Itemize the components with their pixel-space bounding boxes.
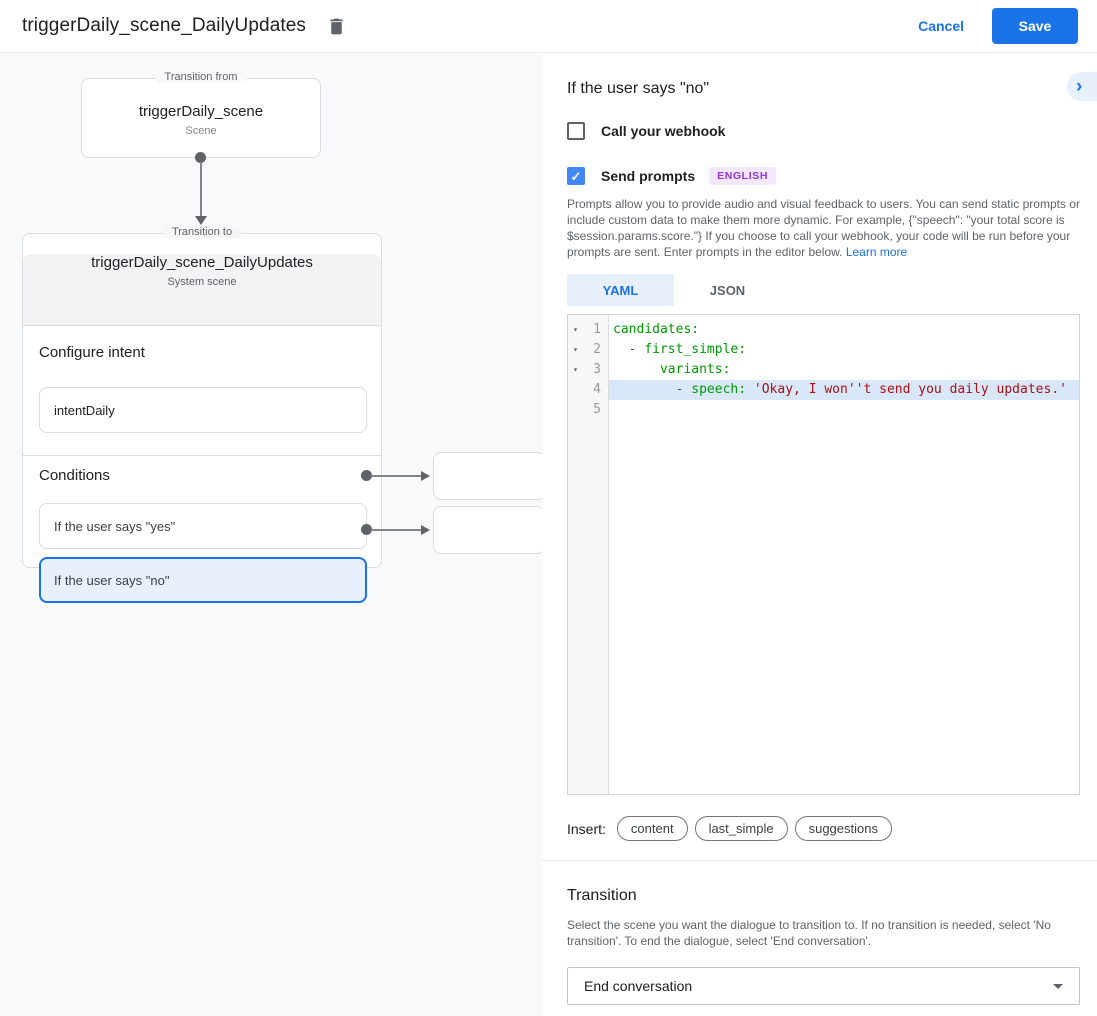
transition-from-legend: Transition from bbox=[155, 71, 247, 83]
save-button[interactable]: Save bbox=[992, 8, 1078, 44]
language-badge: ENGLISH bbox=[709, 167, 776, 185]
header: triggerDaily_scene_DailyUpdates Cancel S… bbox=[0, 0, 1097, 53]
to-scene-name: triggerDaily_scene_DailyUpdates bbox=[91, 254, 313, 271]
transition-to-legend: Transition to bbox=[162, 226, 242, 238]
code-token bbox=[613, 362, 660, 377]
gutter-line[interactable]: 5 bbox=[568, 400, 608, 420]
send-prompts-checkbox[interactable]: ✓ bbox=[567, 167, 585, 185]
connector-dot bbox=[195, 152, 206, 163]
condition-item-yes[interactable]: If the user says "yes" bbox=[39, 503, 367, 549]
collapse-panel-button[interactable]: › bbox=[1067, 72, 1097, 101]
arrowhead-down-icon bbox=[195, 216, 207, 225]
condition-detail-panel: If the user says "no" › Call your webhoo… bbox=[542, 53, 1097, 1016]
fold-toggle-icon[interactable]: ▾ bbox=[573, 365, 578, 374]
prompts-description: Prompts allow you to provide audio and v… bbox=[567, 196, 1087, 260]
prompts-row: ✓ Send prompts ENGLISH bbox=[567, 167, 776, 185]
code-token: speech: bbox=[691, 382, 747, 397]
transition-select[interactable]: End conversation bbox=[567, 967, 1080, 1005]
fold-toggle-icon[interactable]: ▾ bbox=[573, 345, 578, 354]
connector-line bbox=[371, 475, 423, 477]
code-token: - bbox=[613, 342, 645, 357]
tab-json[interactable]: JSON bbox=[709, 282, 746, 298]
connector-dot bbox=[361, 470, 372, 481]
code-token: variants: bbox=[659, 362, 731, 377]
call-webhook-label: Call your webhook bbox=[601, 123, 726, 139]
gutter-line[interactable]: ▾3 bbox=[568, 360, 608, 380]
insert-label: Insert: bbox=[567, 820, 606, 837]
transition-section-title: Transition bbox=[567, 887, 637, 904]
code-token: 'Okay, I won''t send you daily updates.' bbox=[753, 382, 1067, 397]
insert-chip-content[interactable]: content bbox=[616, 816, 688, 841]
arrowhead-right-icon bbox=[421, 471, 430, 481]
editor-format-tabs: YAML JSON bbox=[567, 274, 781, 306]
code-line[interactable]: variants: bbox=[609, 360, 1079, 380]
intent-section: Configure intent intentDaily bbox=[23, 344, 381, 456]
condition-item-no[interactable]: If the user says "no" bbox=[39, 557, 367, 603]
line-number: 4 bbox=[593, 382, 601, 397]
gutter-line[interactable]: 4 bbox=[568, 380, 608, 400]
connector-line bbox=[371, 529, 423, 531]
delete-scene-button[interactable] bbox=[324, 14, 348, 38]
transition-description: Select the scene you want the dialogue t… bbox=[567, 918, 1051, 948]
webhook-row: Call your webhook bbox=[567, 122, 725, 140]
prompts-description-text: Prompts allow you to provide audio and v… bbox=[567, 197, 1080, 259]
dropdown-arrow-icon bbox=[1053, 983, 1063, 989]
code-line[interactable]: - first_simple: bbox=[609, 340, 1079, 360]
transition-target-node[interactable] bbox=[433, 506, 542, 554]
from-scene-type: Scene bbox=[185, 125, 217, 137]
code-token bbox=[746, 382, 754, 397]
connector-line bbox=[200, 162, 202, 216]
call-webhook-checkbox[interactable] bbox=[567, 122, 585, 140]
insert-chip-last-simple[interactable]: last_simple bbox=[694, 816, 788, 841]
line-number: 5 bbox=[593, 402, 601, 417]
code-token: candidates: bbox=[613, 322, 700, 337]
gutter-line[interactable]: ▾2 bbox=[568, 340, 608, 360]
editor-code[interactable]: candidates: - first_simple: variants: - … bbox=[609, 315, 1079, 794]
chevron-right-icon: › bbox=[1076, 76, 1083, 97]
conditions-section: Conditions If the user says "yes" If the… bbox=[23, 467, 381, 616]
configure-intent-label: Configure intent bbox=[39, 344, 145, 361]
gutter-line[interactable]: ▾1 bbox=[568, 320, 608, 340]
trash-icon bbox=[326, 16, 347, 37]
to-scene-header: triggerDaily_scene_DailyUpdates System s… bbox=[23, 254, 381, 326]
insert-row: Insert: content last_simple suggestions bbox=[567, 816, 899, 841]
panel-title: If the user says "no" bbox=[567, 80, 710, 97]
code-token: - bbox=[613, 382, 692, 397]
transition-to-node: Transition to triggerDaily_scene_DailyUp… bbox=[22, 226, 382, 603]
transition-target-node[interactable] bbox=[433, 452, 542, 500]
page-title: triggerDaily_scene_DailyUpdates bbox=[22, 15, 307, 36]
insert-chip-suggestions[interactable]: suggestions bbox=[794, 816, 892, 841]
line-number: 2 bbox=[593, 342, 601, 357]
intent-item[interactable]: intentDaily bbox=[39, 387, 367, 433]
line-number: 3 bbox=[593, 362, 601, 377]
to-scene-type: System scene bbox=[167, 276, 237, 288]
tab-yaml[interactable]: YAML bbox=[567, 274, 674, 306]
learn-more-link[interactable]: Learn more bbox=[845, 245, 908, 259]
code-line[interactable] bbox=[609, 400, 1079, 420]
line-number: 1 bbox=[593, 322, 601, 337]
code-line[interactable]: candidates: bbox=[609, 320, 1079, 340]
cancel-button[interactable]: Cancel bbox=[918, 18, 964, 34]
code-line[interactable]: - speech: 'Okay, I won''t send you daily… bbox=[609, 380, 1079, 400]
code-token: first_simple: bbox=[644, 342, 747, 357]
send-prompts-label: Send prompts bbox=[601, 168, 696, 184]
arrowhead-right-icon bbox=[421, 525, 430, 535]
transition-select-value: End conversation bbox=[584, 978, 693, 994]
connector-dot bbox=[361, 524, 372, 535]
section-divider bbox=[542, 860, 1097, 861]
transition-from-node[interactable]: Transition from triggerDaily_scene Scene bbox=[81, 71, 321, 158]
fold-toggle-icon[interactable]: ▾ bbox=[573, 325, 578, 334]
conditions-label: Conditions bbox=[39, 467, 110, 484]
from-scene-name: triggerDaily_scene bbox=[138, 103, 264, 120]
scene-flow-canvas[interactable]: Transition from triggerDaily_scene Scene… bbox=[0, 53, 542, 1016]
